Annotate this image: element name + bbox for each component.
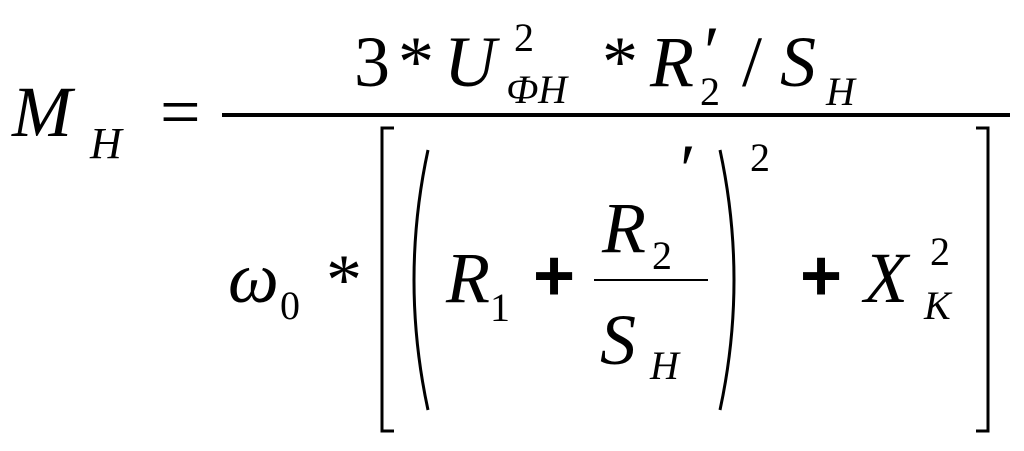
denominator-omega: ω <box>228 238 279 318</box>
numerator-slip-subscript: Н <box>826 69 855 114</box>
main-fraction-bar <box>222 113 1010 117</box>
inner-fraction-bar <box>594 279 708 281</box>
numerator-times-2: * <box>602 22 638 102</box>
parenthesis-exponent: 2 <box>750 135 770 180</box>
inner-fraction-numerator-subscript: 2 <box>652 233 672 278</box>
numerator-slip-symbol: S <box>780 22 816 102</box>
denominator-plus-1: + <box>533 236 576 316</box>
lhs-symbol: M <box>12 72 72 152</box>
denominator-plus-2: + <box>800 236 843 316</box>
inner-fraction-denominator-symbol: S <box>600 300 636 380</box>
lhs-subscript: Н <box>90 119 122 168</box>
right-square-bracket <box>976 126 990 433</box>
numerator-voltage-superscript: 2 <box>514 15 534 60</box>
numerator-times-1: * <box>398 22 434 102</box>
numerator-resistance-symbol: R <box>650 22 694 102</box>
denominator-reactance-subscript: K <box>924 283 951 328</box>
numerator-voltage-symbol: U <box>444 22 496 102</box>
numerator-coefficient: 3 <box>354 22 390 102</box>
numerator-slash: / <box>742 22 763 102</box>
right-parenthesis <box>718 149 736 411</box>
equals-sign: = <box>160 72 201 152</box>
inner-fraction-numerator-symbol: R <box>602 188 646 268</box>
denominator-reactance-superscript: 2 <box>930 229 950 274</box>
numerator-voltage-subscript: ФН <box>506 67 568 112</box>
denominator-times: * <box>326 240 362 320</box>
left-square-bracket <box>380 126 394 433</box>
denominator-r1-symbol: R <box>446 238 490 318</box>
numerator-resistance-prime: ′ <box>704 12 720 92</box>
left-parenthesis <box>412 149 430 411</box>
numerator-resistance-subscript: 2 <box>700 69 720 114</box>
inner-fraction-numerator-prime: ′ <box>680 130 696 210</box>
inner-fraction-denominator-subscript: Н <box>650 343 679 388</box>
denominator-r1-subscript: 1 <box>490 285 510 330</box>
denominator-reactance-symbol: X <box>864 238 908 318</box>
denominator-omega-subscript: 0 <box>280 283 300 328</box>
